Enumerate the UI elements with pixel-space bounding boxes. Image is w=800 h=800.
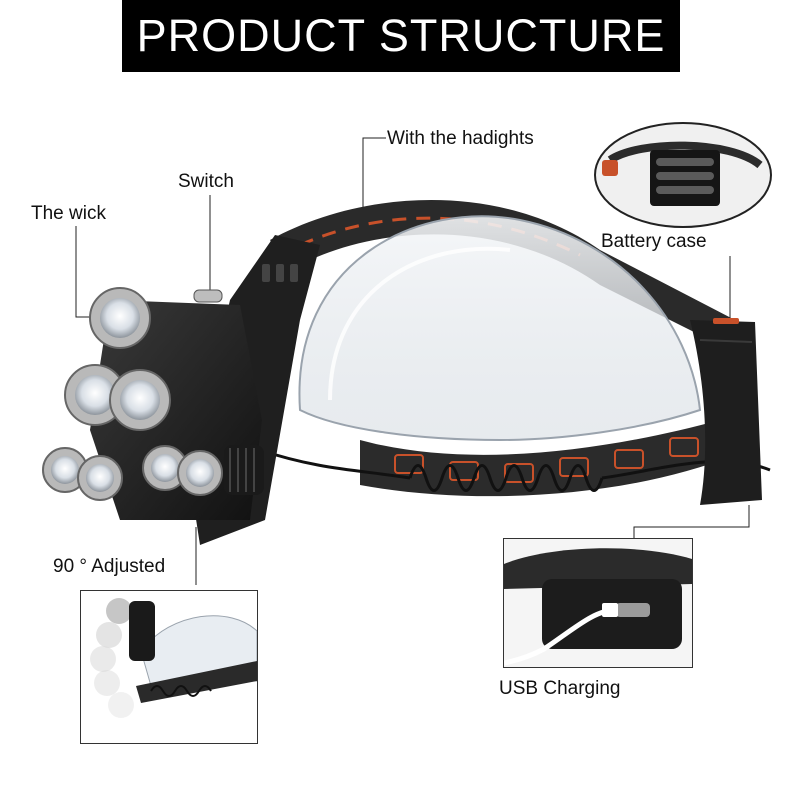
callout-adjusted: 90 ° Adjusted [53,556,166,577]
callout-switch: Switch [178,171,234,192]
lamp-head-bottom-3 [142,445,188,491]
adjusted-illustration [81,591,257,743]
lamp-head-top [89,287,151,349]
usb-inset [503,538,693,668]
battery-case-inset [594,122,772,228]
battery-box [690,318,762,505]
lamp-head-bottom-4 [177,450,223,496]
title-bar: PRODUCT STRUCTURE [122,0,680,72]
lamp-head-middle-left [64,364,126,426]
switch-button [193,289,223,303]
strap-pattern [394,437,699,483]
lamp-head-middle-right [109,369,171,431]
leader-usb [633,505,750,538]
top-strap [270,200,735,345]
lamp-heads [42,287,264,501]
side-strap [360,420,735,497]
focus-knob [224,445,264,495]
callout-wick: The wick [31,203,106,224]
callout-battery-case: Battery case [601,231,707,252]
page-title: PRODUCT STRUCTURE [136,10,666,61]
usb-illustration [504,539,692,667]
lamp-head-bottom-2 [77,455,123,501]
adjusted-inset [80,590,258,744]
callout-with-headlights: With the hadights [387,128,534,149]
callout-usb: USB Charging [499,678,621,699]
vent-slots [262,264,298,282]
leader-with-headlights [362,137,386,210]
